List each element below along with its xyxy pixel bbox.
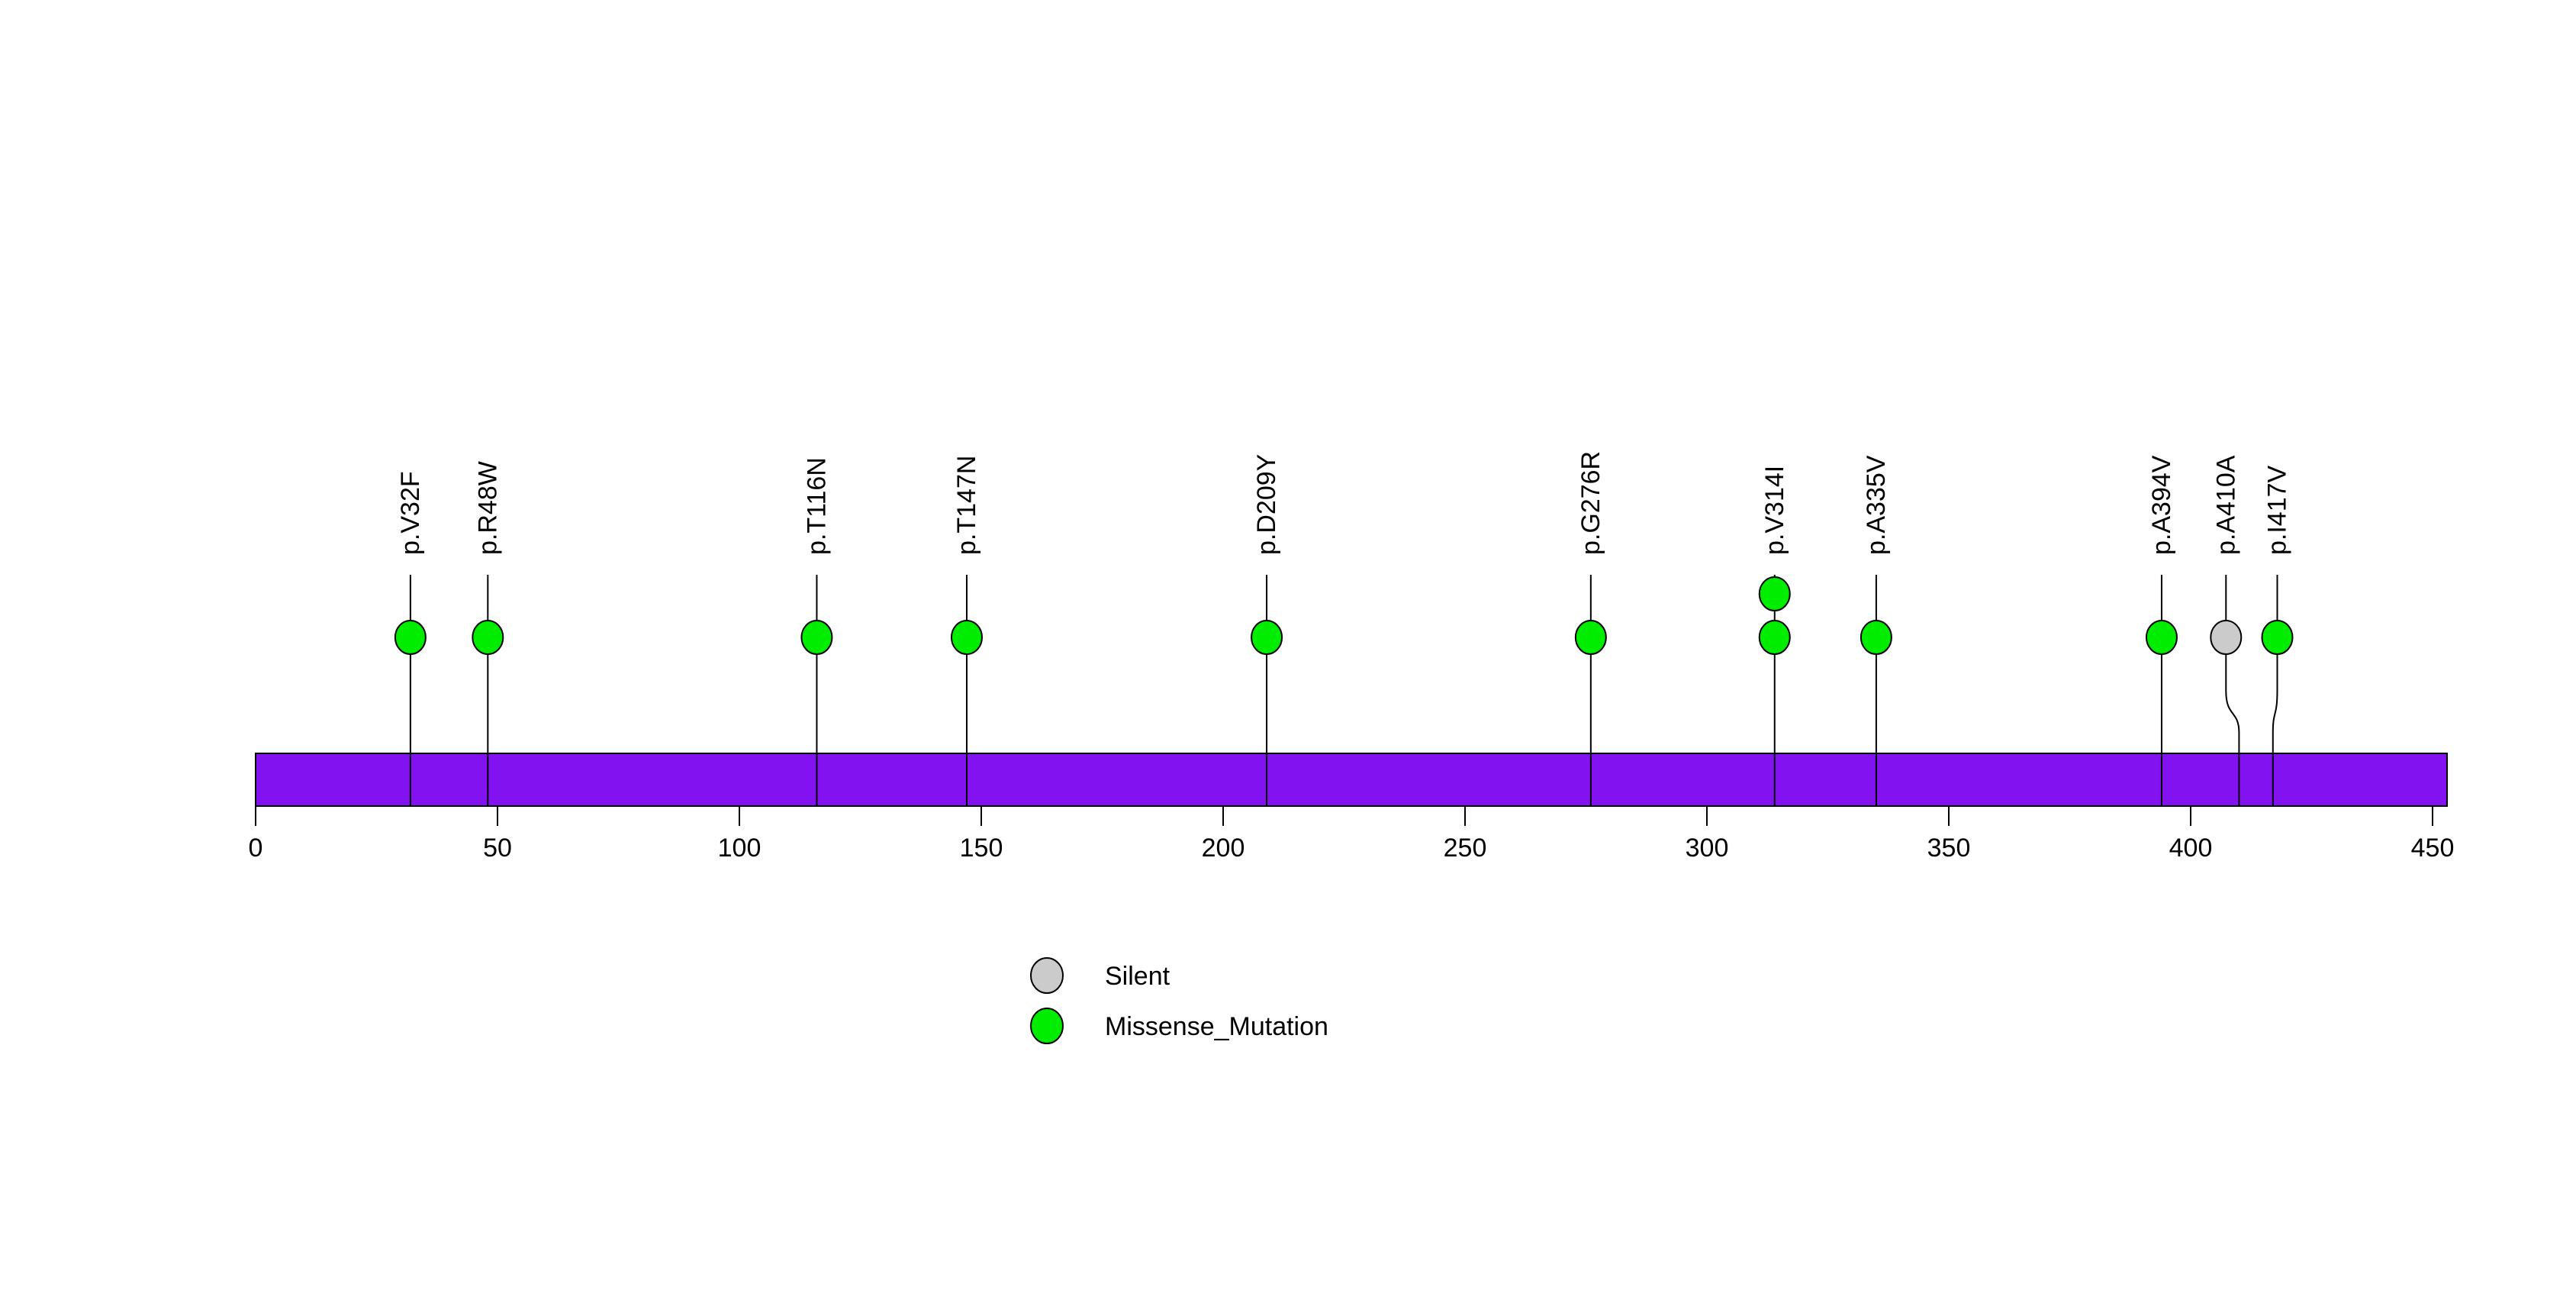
mutation-circle-missense bbox=[950, 620, 983, 655]
mutation-circle-missense bbox=[1758, 576, 1791, 611]
mutation-label: p.V314I bbox=[1760, 466, 1789, 555]
axis-tick-label: 50 bbox=[483, 834, 512, 863]
axis-tick-label: 150 bbox=[960, 834, 1003, 863]
mutation-label: p.A410A bbox=[2211, 455, 2240, 555]
mutation-circle-missense bbox=[1574, 620, 1607, 655]
axis-tick-label: 300 bbox=[1686, 834, 1729, 863]
mutation-label: p.G276R bbox=[1576, 451, 1605, 555]
mutation-circle-missense bbox=[2261, 620, 2294, 655]
mutation-label: p.I417V bbox=[2262, 465, 2291, 555]
lollipop-stem bbox=[2225, 575, 2240, 806]
legend-label-silent: Silent bbox=[1105, 962, 1170, 991]
mutation-circle-missense bbox=[1251, 620, 1283, 655]
mutation-label: p.T116N bbox=[802, 457, 831, 555]
mutation-circle-missense bbox=[394, 620, 427, 655]
axis-tick-label: 0 bbox=[249, 834, 263, 863]
axis-tick-label: 250 bbox=[1444, 834, 1487, 863]
axis-tick-label: 350 bbox=[1927, 834, 1971, 863]
mutation-label: p.T147N bbox=[952, 456, 981, 555]
mutation-circle-silent bbox=[2210, 620, 2243, 655]
lollipop-stem bbox=[2272, 575, 2278, 806]
mutation-circle-missense bbox=[2145, 620, 2178, 655]
legend-label-missense-mutation: Missense_Mutation bbox=[1105, 1012, 1328, 1041]
legend-marker-missense-mutation bbox=[1030, 1008, 1064, 1044]
legend-marker-silent bbox=[1030, 957, 1064, 994]
mutation-circle-missense bbox=[800, 620, 833, 655]
axis-tick-label: 400 bbox=[2169, 834, 2213, 863]
mutation-circle-missense bbox=[1758, 620, 1791, 655]
mutation-circle-missense bbox=[1860, 620, 1892, 655]
mutation-label: p.V32F bbox=[396, 471, 425, 555]
axis-tick-label: 100 bbox=[718, 834, 762, 863]
mutation-circle-missense bbox=[472, 620, 504, 655]
mutation-label: p.A394V bbox=[2147, 455, 2176, 555]
mutation-label: p.R48W bbox=[473, 461, 502, 555]
protein-bar bbox=[255, 753, 2449, 807]
axis-tick-label: 450 bbox=[2411, 834, 2455, 863]
axis-tick-label: 200 bbox=[1202, 834, 1245, 863]
mutation-label: p.D209Y bbox=[1252, 454, 1281, 555]
mutation-label: p.A335V bbox=[1862, 455, 1891, 555]
